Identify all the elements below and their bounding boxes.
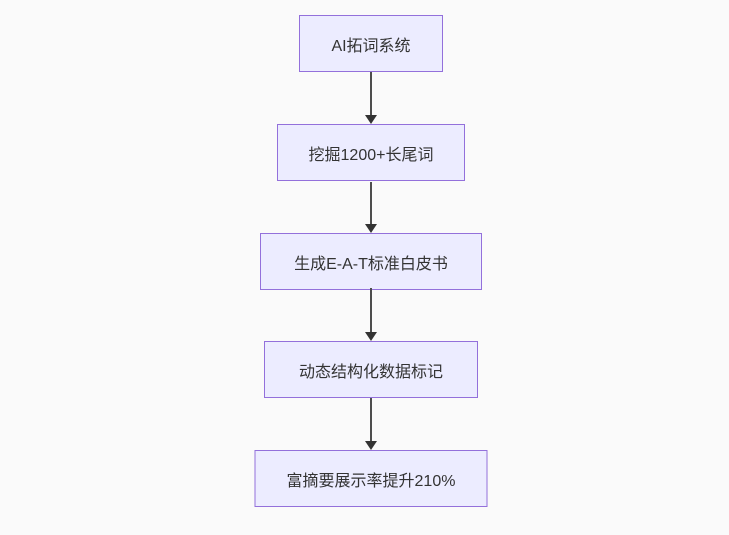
flowchart-node-rich-snippet-rate: 富摘要展示率提升210%: [254, 450, 488, 507]
node-label: 动态结构化数据标记: [298, 363, 443, 381]
flowchart-node-eat-whitepaper: 生成E-A-T标准白皮书: [260, 233, 482, 290]
node-label: 富摘要展示率提升210%: [286, 472, 456, 490]
flowchart-node-structured-data: 动态结构化数据标记: [264, 341, 478, 398]
flow-arrow-3: [370, 288, 372, 332]
flowchart-node-longtail-keywords: 挖掘1200+长尾词: [277, 124, 465, 181]
node-label: 生成E-A-T标准白皮书: [294, 255, 448, 273]
flow-arrow-1: [370, 72, 372, 115]
node-label: AI拓词系统: [331, 37, 411, 55]
flow-arrow-2: [370, 182, 372, 224]
flowchart-node-ai-system: AI拓词系统: [299, 15, 443, 72]
node-label: 挖掘1200+长尾词: [308, 146, 434, 164]
flow-arrow-4: [370, 398, 372, 441]
